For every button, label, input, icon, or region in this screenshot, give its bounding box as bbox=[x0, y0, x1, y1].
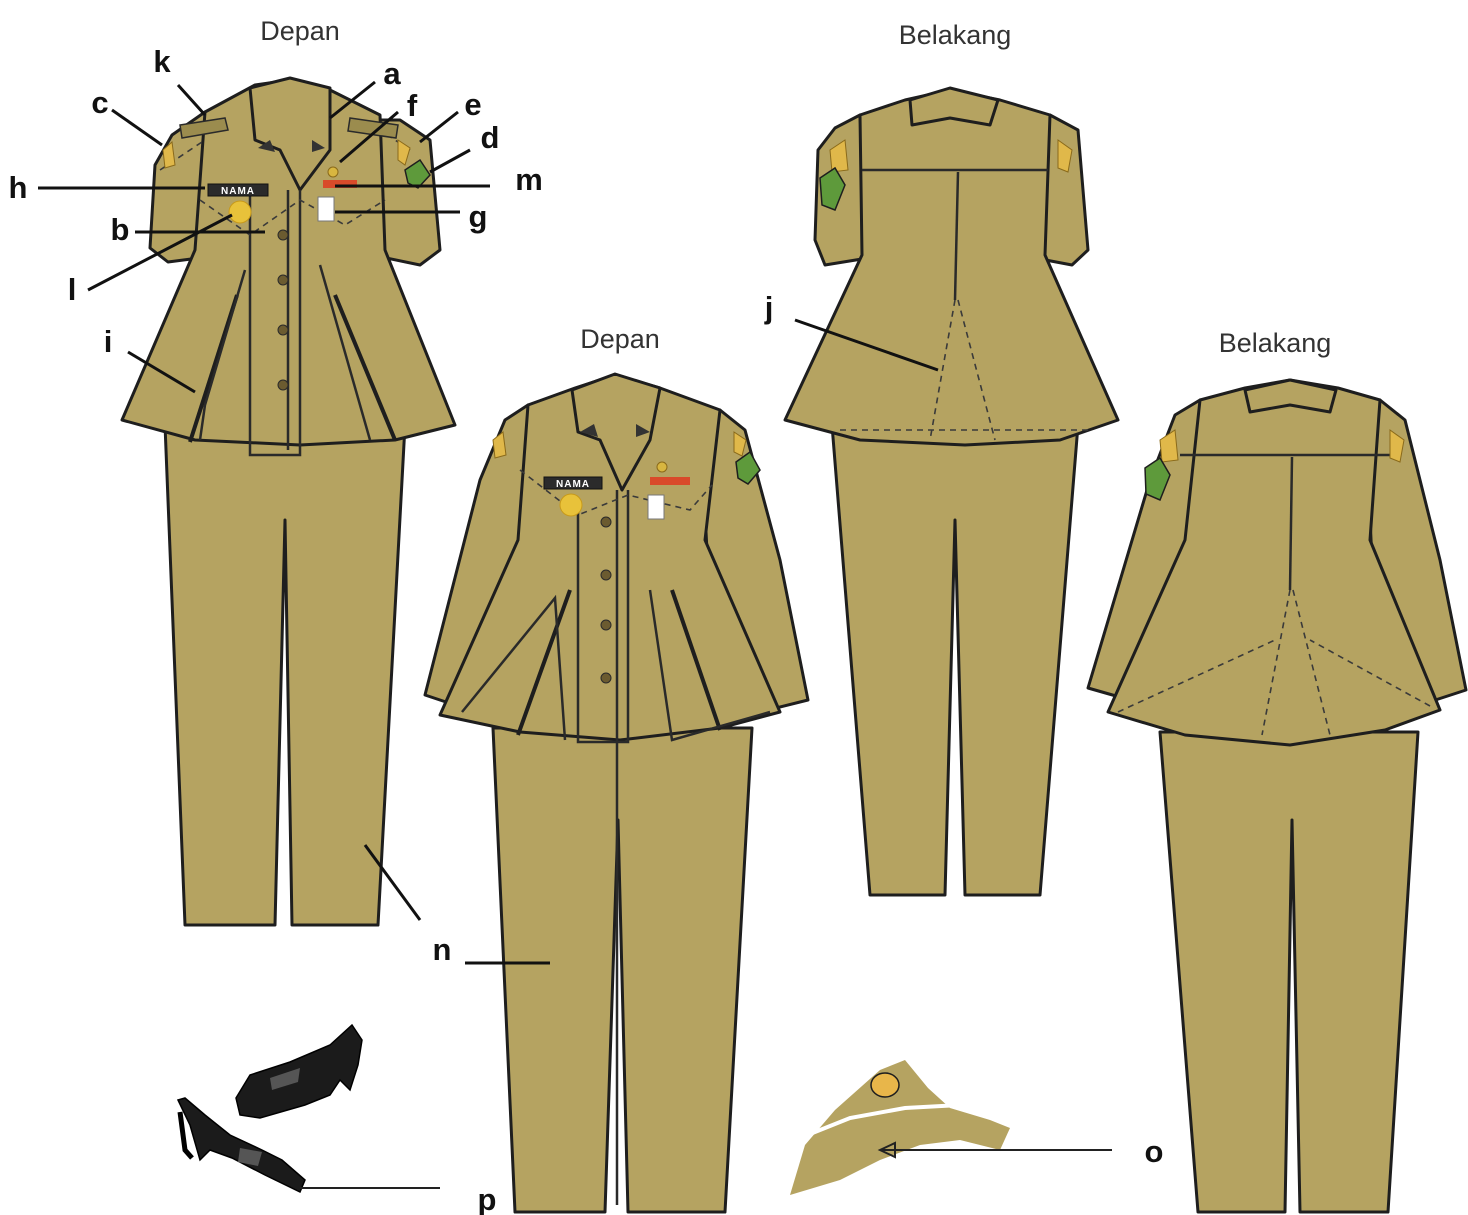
cap-body bbox=[790, 1060, 1010, 1195]
name-plate-text-2: NAMA bbox=[556, 479, 590, 490]
id-card-1 bbox=[317, 196, 335, 222]
collar-front-1 bbox=[248, 76, 332, 192]
callout-n: n bbox=[433, 932, 452, 967]
gold-emblem-1 bbox=[228, 200, 252, 224]
title-back-left: Belakang bbox=[899, 20, 1012, 50]
uniform-front-long-sleeve: NAMA bbox=[423, 372, 810, 1214]
callout-g: g bbox=[469, 199, 488, 234]
uniform-back-short-sleeve bbox=[783, 86, 1120, 897]
trousers-front-2 bbox=[491, 726, 754, 1214]
callout-p: p bbox=[478, 1182, 497, 1215]
collar-insignia-right-1 bbox=[312, 140, 325, 152]
placket-front-1 bbox=[248, 190, 302, 457]
callout-b: b bbox=[111, 212, 130, 247]
callout-m: m bbox=[515, 162, 543, 197]
shoe-front bbox=[176, 1097, 306, 1194]
collar-front-2 bbox=[570, 372, 662, 492]
title-front-left: Depan bbox=[260, 16, 340, 46]
shoulder-patch-2 bbox=[735, 450, 761, 485]
chevron-right-1 bbox=[397, 139, 411, 166]
gold-emblem-2 bbox=[559, 493, 583, 517]
name-plate-text-1: NAMA bbox=[221, 186, 255, 197]
collar-insignia-left-1 bbox=[258, 140, 275, 152]
black-pumps-shoes bbox=[176, 1023, 363, 1194]
name-plate-1 bbox=[207, 183, 269, 197]
callout-f: f bbox=[407, 88, 418, 123]
callout-o: o bbox=[1145, 1134, 1164, 1169]
callout-l: l bbox=[68, 272, 77, 307]
chevron-left-1 bbox=[162, 140, 176, 169]
name-plate-2 bbox=[543, 476, 603, 490]
leader-lines bbox=[38, 80, 1112, 1189]
uniform-back-long-sleeve bbox=[1086, 378, 1468, 1214]
ribbon-bar-1 bbox=[323, 180, 357, 188]
callout-k: k bbox=[153, 44, 171, 79]
callout-i: i bbox=[104, 324, 113, 359]
title-front-right: Depan bbox=[580, 324, 660, 354]
callout-e: e bbox=[464, 87, 481, 122]
back-shoulder-patch-1 bbox=[819, 166, 846, 211]
cap-emblem bbox=[870, 1072, 900, 1098]
epaulette-left-1 bbox=[179, 117, 229, 139]
badge-pin-1 bbox=[327, 166, 339, 178]
back-shoulder-patch-2 bbox=[1144, 456, 1171, 501]
shoulder-patch-1 bbox=[404, 158, 431, 189]
title-back-right: Belakang bbox=[1219, 328, 1332, 358]
callout-c: c bbox=[91, 85, 108, 120]
garrison-cap bbox=[790, 1060, 1010, 1195]
uniform-front-short-sleeve: NAMA bbox=[120, 76, 457, 927]
callout-h: h bbox=[9, 170, 28, 205]
callout-d: d bbox=[481, 120, 500, 155]
trousers-back-1 bbox=[830, 423, 1080, 897]
epaulette-right-1 bbox=[347, 117, 399, 139]
ribbon-bar-2 bbox=[650, 477, 690, 485]
trousers-front-1 bbox=[163, 423, 407, 927]
trousers-back-2 bbox=[1158, 730, 1420, 1214]
id-card-2 bbox=[647, 494, 665, 520]
callout-j: j bbox=[764, 290, 774, 325]
callout-a: a bbox=[383, 56, 401, 91]
